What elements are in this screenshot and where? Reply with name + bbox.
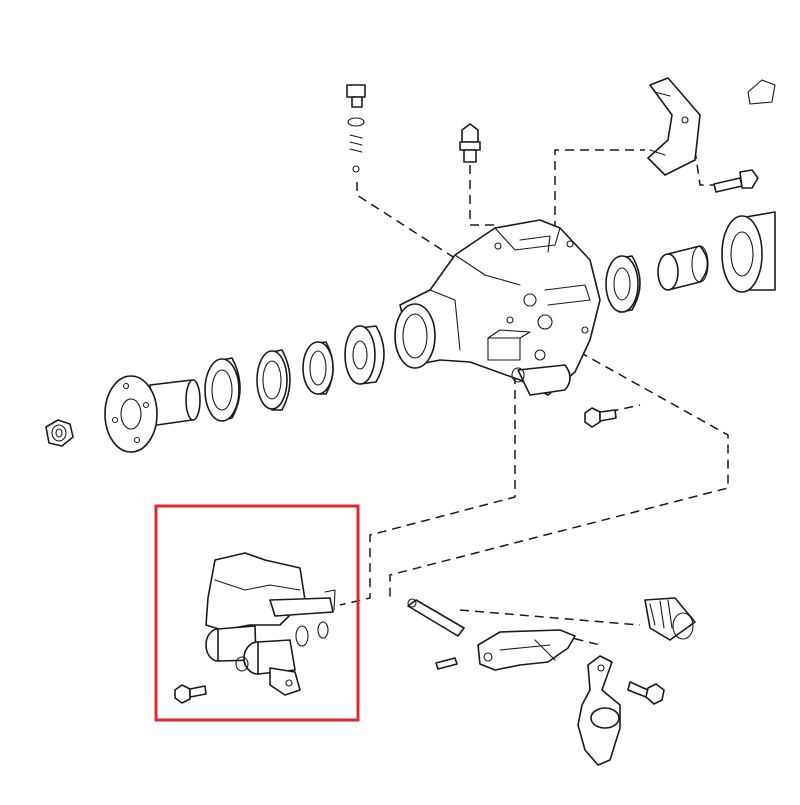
highlight-box: [154, 504, 360, 722]
transfer-actuator: [205, 552, 336, 696]
breather-plug: [459, 123, 481, 163]
roll-pin: [435, 657, 458, 670]
companion-flange: [104, 375, 201, 453]
bearing-1: [302, 341, 334, 395]
actuator-bolt: [174, 684, 207, 704]
shift-lever: [577, 655, 621, 766]
shift-fork-bracket: [647, 77, 776, 176]
rear-bearing: [721, 211, 776, 293]
flange-nut: [45, 419, 74, 447]
output-bearing: [605, 255, 641, 313]
lever-bolt: [627, 681, 665, 705]
shift-shaft: [407, 598, 465, 637]
housing-bolt: [584, 407, 617, 428]
bracket-bolt: [713, 169, 759, 193]
extension-housing: [394, 219, 601, 396]
oil-seal-2: [256, 349, 291, 411]
shift-fork: [477, 629, 576, 671]
shift-sleeve: [644, 597, 696, 641]
speedometer-drive-gear: [657, 245, 709, 291]
spacer: [344, 325, 385, 385]
oil-seal-1: [204, 357, 241, 422]
check-ball-plug: [346, 84, 366, 173]
